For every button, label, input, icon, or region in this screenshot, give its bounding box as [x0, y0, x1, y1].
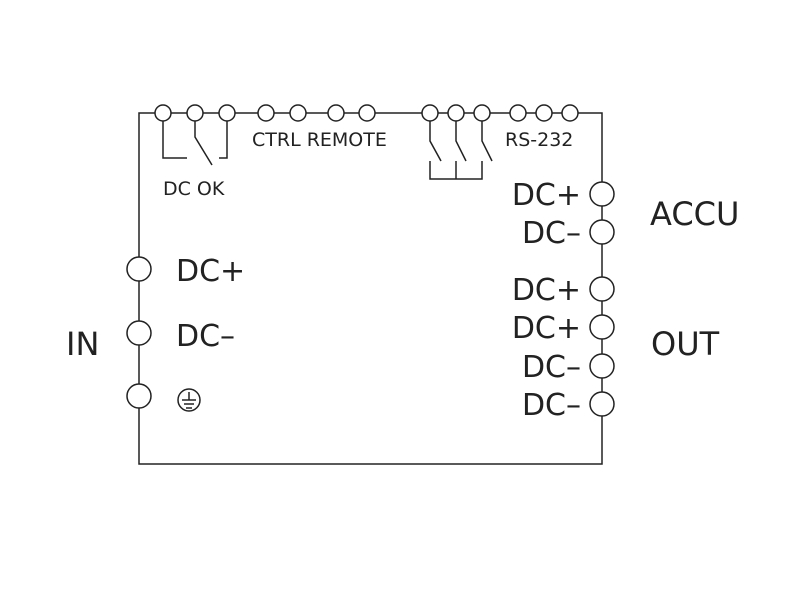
output-terminals — [589, 181, 615, 417]
terminal-out-dc-minus-1 — [589, 353, 615, 379]
out-dc-minus-2-label: DC– — [522, 388, 581, 423]
terminal-ctrl-1 — [257, 104, 275, 122]
terminal-rs232-2 — [535, 104, 553, 122]
terminal-in-dc-plus — [126, 256, 152, 282]
terminal-accu-dc-plus — [589, 181, 615, 207]
rs232-label: RS-232 — [505, 129, 573, 151]
terminal-accu-dc-minus — [589, 219, 615, 245]
terminal-rs232-3 — [561, 104, 579, 122]
out-group-label: OUT — [651, 325, 720, 363]
out-dc-plus-1-label: DC+ — [512, 273, 581, 308]
terminal-relay-3 — [473, 104, 491, 122]
terminal-rs232-1 — [509, 104, 527, 122]
terminal-in-ground — [126, 383, 152, 409]
out-dc-plus-2-label: DC+ — [512, 311, 581, 346]
terminal-out-dc-plus-2 — [589, 314, 615, 340]
top-terminal-row — [154, 104, 579, 122]
terminal-relay-1 — [421, 104, 439, 122]
terminal-relay-2 — [447, 104, 465, 122]
terminal-in-dc-minus — [126, 320, 152, 346]
protective-earth-icon — [177, 388, 201, 412]
terminal-dc-ok-3 — [218, 104, 236, 122]
terminal-remote-1 — [327, 104, 345, 122]
accu-group-label: ACCU — [650, 195, 739, 233]
out-dc-minus-1-label: DC– — [522, 350, 581, 385]
accu-dc-plus-label: DC+ — [512, 178, 581, 213]
terminal-out-dc-minus-2 — [589, 391, 615, 417]
dc-ok-relay-contact — [162, 120, 228, 166]
input-terminals — [126, 256, 152, 409]
terminal-dc-ok-2 — [186, 104, 204, 122]
in-dc-plus-label: DC+ — [176, 254, 245, 289]
accu-dc-minus-label: DC– — [522, 216, 581, 251]
terminal-ctrl-2 — [289, 104, 307, 122]
in-dc-minus-label: DC– — [176, 319, 235, 354]
rs232-contacts — [429, 120, 493, 180]
dc-ok-label: DC OK — [163, 178, 225, 200]
terminal-remote-2 — [358, 104, 376, 122]
terminal-out-dc-plus-1 — [589, 276, 615, 302]
in-group-label: IN — [66, 325, 99, 363]
terminal-dc-ok-1 — [154, 104, 172, 122]
ctrl-remote-label: CTRL REMOTE — [252, 129, 387, 151]
